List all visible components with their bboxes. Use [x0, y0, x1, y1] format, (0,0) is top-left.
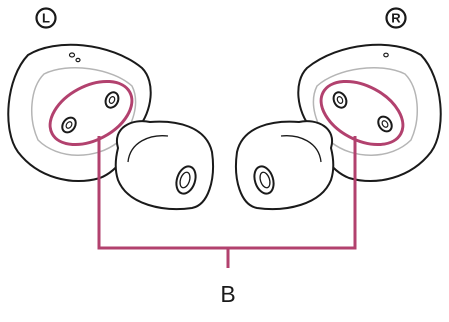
right-top-mic-icon [383, 52, 389, 58]
left-sensor-hole-upper [104, 91, 120, 109]
right-earbud: R [235, 7, 442, 211]
right-sensor-hole-upper [332, 91, 348, 109]
left-earbud: L [7, 7, 214, 211]
right-side-marker-icon: R [385, 7, 407, 29]
callout-leader [97, 136, 357, 268]
left-ear-tip [114, 120, 214, 211]
right-ear-tip [235, 120, 335, 211]
left-side-marker-icon: L [35, 7, 57, 29]
left-side-label: L [42, 11, 50, 26]
right-callout-ring [319, 79, 405, 147]
left-sensor-hole-lower [61, 116, 77, 134]
callout-label-b: B [220, 281, 235, 307]
right-sensor-holes [332, 91, 393, 133]
left-top-mic-icon [68, 52, 81, 63]
left-sensor-holes [61, 91, 120, 134]
right-side-label: R [391, 11, 401, 26]
right-sensor-hole-lower [377, 115, 393, 133]
left-callout-ring [48, 79, 134, 147]
